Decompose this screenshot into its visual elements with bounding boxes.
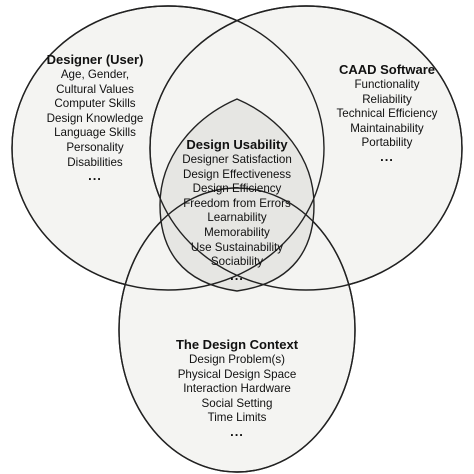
designer-ellipsis: ... [88, 168, 102, 184]
design-usability-title: Design Usability [186, 137, 288, 152]
usability-item: Memorability [204, 225, 270, 239]
design-usability-group: Design Usability Designer Satisfaction D… [160, 136, 314, 282]
usability-item: Designer Satisfaction [182, 153, 292, 166]
software-item: Maintainability [350, 121, 424, 135]
designer-item: Design Knowledge [46, 111, 144, 125]
designer-set-outline [11, 5, 325, 291]
context-item: Interaction Hardware [183, 382, 291, 396]
software-item: Portability [361, 136, 413, 150]
context-item: Social Setting [201, 396, 273, 410]
designer-item: Disabilities [67, 155, 123, 169]
context-item: Physical Design Space [177, 367, 297, 381]
usability-item: Sociability [210, 255, 264, 269]
software-ellipsis: ... [380, 148, 394, 164]
usability-intersection-region [159, 98, 315, 292]
usability-item: Use Sustainability [190, 240, 284, 254]
software-item: Reliability [362, 92, 412, 106]
usability-item: Design Effectiveness [182, 167, 292, 181]
caad-software-title: CAAD Software [338, 62, 436, 77]
context-item: Time Limits [207, 411, 267, 425]
usability-item: Freedom from Errors [183, 196, 291, 210]
usability-item: Design Efficiency [192, 182, 282, 196]
context-set-outline [118, 187, 356, 473]
context-item: Design Problem(s) [189, 353, 285, 366]
software-item: Technical Efficiency [336, 107, 438, 121]
usability-ellipsis: ... [230, 267, 244, 283]
software-set-outline [149, 5, 463, 291]
software-item: Functionality [354, 78, 420, 91]
design-context-group: The Design Context Design Problem(s) Phy… [146, 336, 328, 438]
caad-software-group: CAAD Software Functionality Reliability … [312, 61, 462, 163]
designer-item: Cultural Values [56, 82, 134, 96]
designer-user-title: Designer (User) [46, 52, 144, 67]
designer-user-group: Designer (User) Age, Gender, Cultural Va… [20, 51, 170, 182]
designer-item: Personality [66, 140, 124, 154]
design-context-title: The Design Context [175, 337, 299, 352]
designer-item: Language Skills [54, 126, 136, 140]
designer-item: Computer Skills [54, 97, 136, 111]
designer-item: Age, Gender, [60, 68, 130, 81]
usability-item: Learnability [207, 211, 267, 225]
context-ellipsis: ... [230, 423, 244, 439]
